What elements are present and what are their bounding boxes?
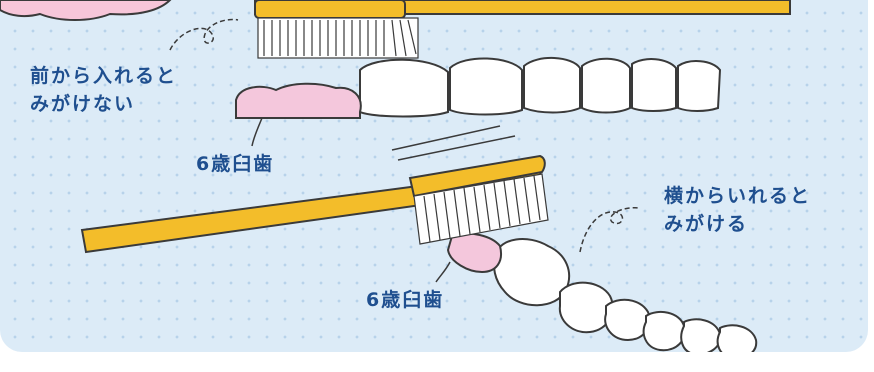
lower-tooth-pointer	[436, 262, 450, 282]
upper-pointer-curl	[170, 20, 238, 50]
side-caption-line2: みがける	[664, 210, 811, 238]
lower-erupting-molar	[448, 234, 501, 272]
speech-bubble	[0, 0, 170, 20]
lower-molar-label: 6歳臼歯	[366, 286, 444, 314]
upper-molar-label: 6歳臼歯	[196, 150, 274, 178]
illustration-panel: 前から入れると みがけない 6歳臼歯 横からいれると みがける 6歳臼歯	[0, 0, 868, 352]
lower-pointer-curl	[580, 208, 640, 252]
side-insertion-caption: 横からいれると みがける	[664, 182, 811, 238]
front-caption-line2: みがけない	[30, 90, 177, 118]
lower-teeth-arch	[494, 239, 756, 352]
motion-lines	[392, 126, 515, 160]
top-brush-bristles	[258, 18, 418, 58]
upper-tooth-pointer	[252, 118, 262, 146]
upper-erupting-molar	[236, 84, 361, 118]
top-brush-head	[255, 0, 405, 18]
front-caption-line1: 前から入れると	[30, 62, 177, 90]
side-caption-line1: 横からいれると	[664, 182, 811, 210]
upper-teeth-row	[360, 58, 720, 117]
front-insertion-caption: 前から入れると みがけない	[30, 62, 177, 118]
